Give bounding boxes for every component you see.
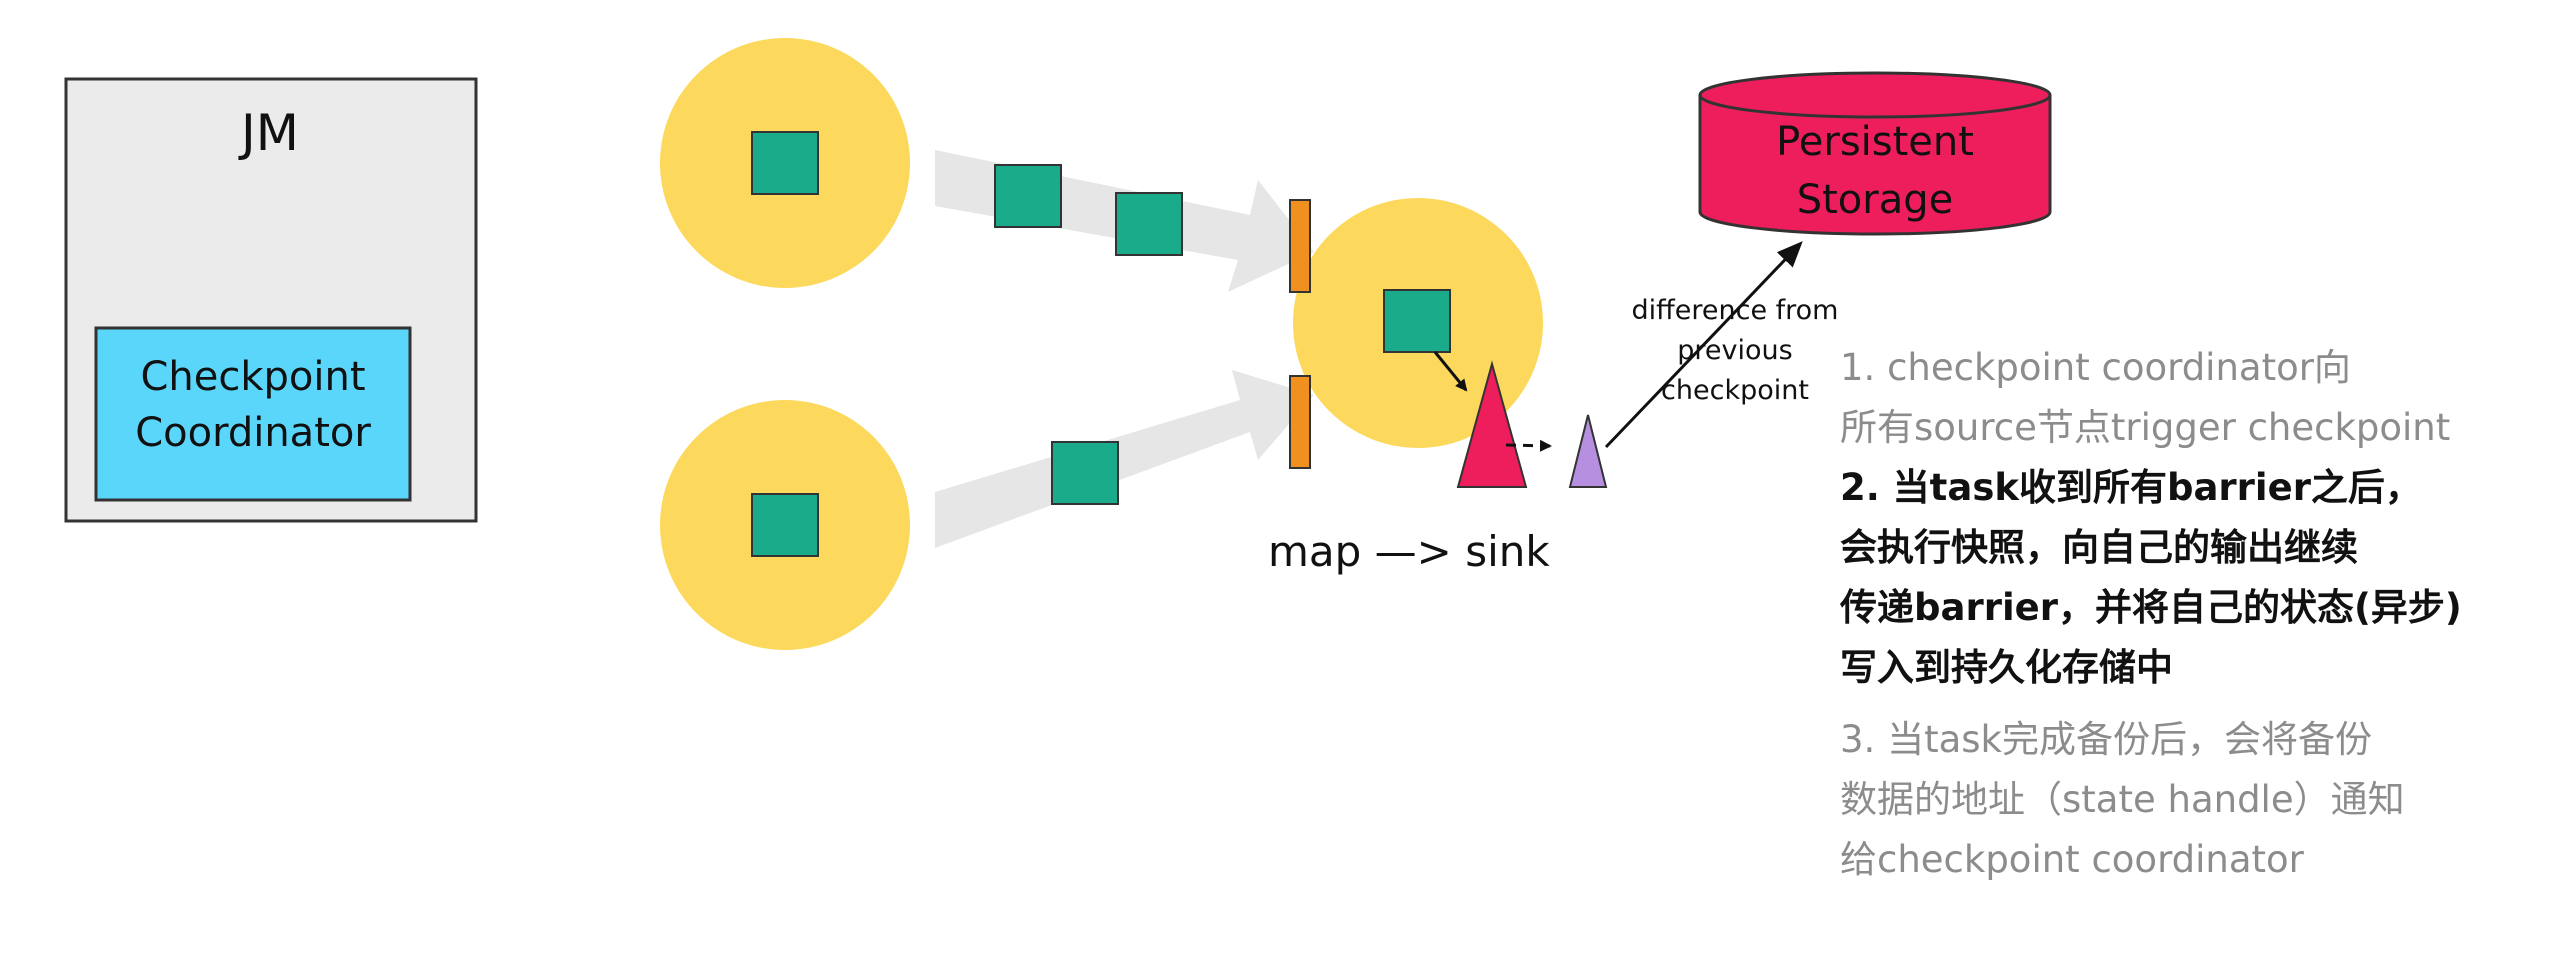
lower-flow-arrow — [935, 370, 1314, 548]
storage-cylinder-body — [1698, 95, 2052, 236]
step-3-line-1: 3. 当task完成备份后，会将备份 — [1840, 718, 2372, 761]
barrier-upper — [1289, 199, 1311, 293]
in-flight-record — [1051, 441, 1119, 505]
step-1-line-1: 1. checkpoint coordinator向 — [1840, 346, 2351, 389]
storage-cylinder-top — [1698, 71, 2052, 119]
record-square — [1383, 289, 1451, 353]
storage-label-line-1: Persistent — [1776, 119, 1974, 165]
steps-list: 1. checkpoint coordinator向 所有source节点tri… — [1839, 346, 2462, 881]
step-3-line-2: 数据的地址（state handle）通知 — [1840, 778, 2405, 821]
persistent-storage: Persistent Storage — [1698, 71, 2052, 236]
checkpoint-coordinator-label-line-1: Checkpoint — [140, 354, 365, 400]
checkpoint-coordinator-label-line-2: Coordinator — [135, 410, 371, 456]
record-square — [751, 493, 819, 557]
map-sink-task — [1289, 198, 1543, 488]
checkpoint-coordinator-box — [94, 326, 412, 502]
job-manager-title: JM — [238, 104, 299, 162]
state-triangle — [1456, 360, 1528, 488]
state-arrow — [1433, 351, 1468, 392]
job-manager: JM Checkpoint Coordinator — [64, 77, 478, 523]
in-flight-record — [994, 164, 1062, 228]
operator-label: map —> sink — [1268, 527, 1550, 576]
step-3-line-3: 给checkpoint coordinator — [1840, 838, 2305, 881]
storage-label-line-2: Storage — [1797, 177, 1954, 223]
upload-arrow — [1604, 241, 1803, 449]
barrier-lower — [1289, 375, 1311, 469]
step-1-line-2: 所有source节点trigger checkpoint — [1840, 406, 2450, 449]
arrow-label-line-3: checkpoint — [1661, 375, 1809, 406]
source-task-upper — [660, 38, 910, 288]
step-2-line-2: 会执行快照，向自己的输出继续 — [1840, 526, 2358, 569]
snapshot-dashed-arrow — [1505, 439, 1552, 452]
arrow-label-line-2: previous — [1677, 335, 1792, 366]
step-2-line-3: 传递barrier，并将自己的状态(异步) — [1839, 586, 2462, 629]
record-square — [751, 131, 819, 195]
step-2-line-4: 写入到持久化存储中 — [1840, 646, 2173, 689]
in-flight-record — [1115, 192, 1183, 256]
source-task-lower — [660, 400, 910, 650]
step-2-line-1: 2. 当task收到所有barrier之后， — [1840, 466, 2422, 509]
arrow-label-line-1: difference from — [1632, 295, 1839, 326]
snapshot-triangle — [1568, 414, 1608, 488]
